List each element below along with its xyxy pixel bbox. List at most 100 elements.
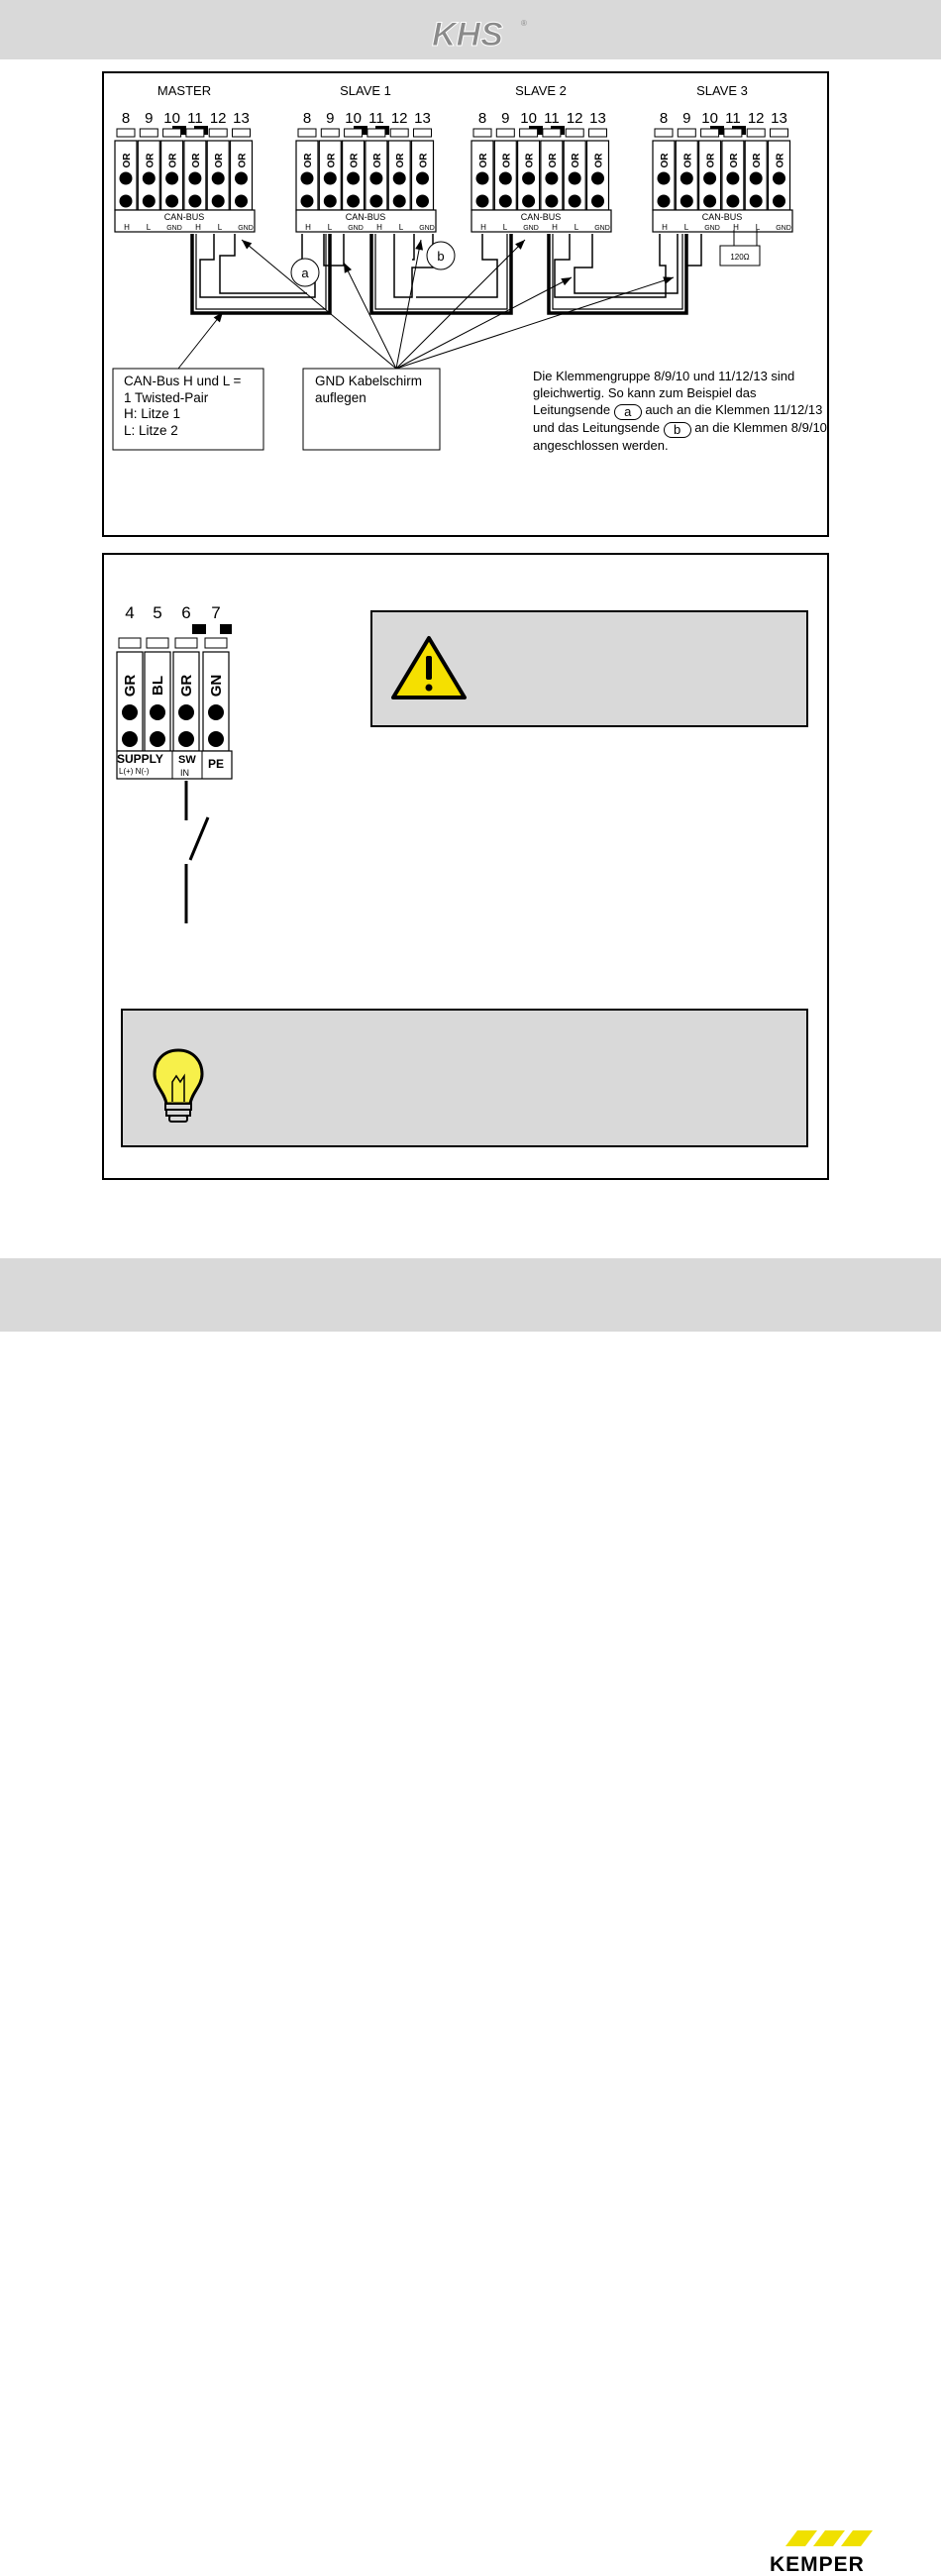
terminal-screw [475, 171, 489, 185]
terminal-clamp [519, 128, 539, 138]
twisted-pair-line-1: CAN-Bus H und L = [124, 374, 242, 388]
terminal-number: 9 [682, 110, 690, 127]
supply-terminal-number: 5 [153, 603, 161, 622]
terminal-clamp [495, 128, 515, 138]
wire-pair-master-slave1-b [219, 234, 307, 294]
terminal-number: 10 [701, 110, 718, 127]
resistor-label: 120Ω [730, 253, 749, 262]
terminal-clamp [472, 128, 492, 138]
kemper-logo: KEMPER [770, 2530, 873, 2576]
svg-text:®: ® [521, 19, 527, 28]
gnd-line-2: auflegen [315, 389, 366, 405]
terminal-number: 10 [163, 110, 180, 127]
bus-label: CAN-BUS [521, 212, 562, 222]
terminal-clamp [413, 128, 432, 138]
terminal-number: 13 [771, 110, 787, 127]
supply-label: SUPPLY [117, 752, 163, 766]
terminal-screw [416, 171, 429, 185]
terminal-screw [591, 171, 604, 185]
terminal-screw [235, 171, 248, 185]
terminal-number: 12 [210, 110, 227, 127]
terminal-code: OR [571, 153, 581, 168]
supply-terminal-clamp [118, 637, 142, 649]
pin-label: GND [238, 225, 254, 232]
bus-label: CAN-BUS [346, 212, 386, 222]
pin-label: L [328, 223, 333, 232]
terminal-screw [392, 194, 406, 208]
wire-pair-slave1-slave2-c [416, 234, 498, 298]
pin-label: H [305, 223, 311, 232]
terminal-screw [749, 194, 763, 208]
supply-terminal-clamp [146, 637, 169, 649]
unit-title: SLAVE 1 [340, 83, 391, 98]
terminal-screw [657, 171, 671, 185]
terminal-screw [680, 194, 693, 208]
terminal-code: OR [395, 153, 406, 168]
svg-text:KHS: KHS [432, 16, 503, 52]
twisted-pair-line-4: L: Litze 2 [124, 422, 178, 438]
wire-slave3-gnd [685, 234, 702, 267]
pin-label: L [575, 223, 579, 232]
terminal-number: 12 [391, 110, 408, 127]
terminal-code: OR [548, 153, 559, 168]
terminal-clamp [654, 128, 674, 138]
terminal-number: 13 [414, 110, 431, 127]
arrow-gnd-master [241, 239, 397, 370]
terminal-screw [188, 171, 202, 185]
terminal-number: 11 [544, 110, 560, 127]
terminal-clamp [366, 128, 386, 138]
terminal-clamp [723, 128, 743, 138]
wire-slave1-l [323, 234, 345, 267]
jumper [192, 624, 206, 634]
terminal-clamp [185, 128, 205, 138]
terminal-number: 12 [567, 110, 583, 127]
terminal-clamp [162, 128, 182, 138]
supply-label-strip [116, 750, 233, 780]
terminal-screw [498, 171, 512, 185]
pin-label: L [684, 223, 689, 232]
pin-label: GND [348, 225, 364, 232]
khs-logo: KHS ® [432, 16, 527, 53]
terminal-number: 11 [187, 110, 203, 127]
terminal-number: 9 [501, 110, 509, 127]
pin-label: H [552, 223, 558, 232]
terminal-screw [773, 194, 785, 208]
warning-box [370, 610, 808, 727]
sw-label: SW [178, 754, 196, 766]
terminal-screw [392, 171, 406, 185]
terminal-screw [188, 194, 202, 208]
terminal-clamp [700, 128, 720, 138]
supply-terminal-screw [208, 704, 224, 720]
arrow-gnd-slave1 [343, 262, 397, 370]
arrow-gnd-slave2-b [395, 276, 573, 370]
pin-label: GND [166, 225, 182, 232]
supply-terminal-screw [150, 704, 165, 720]
supply-terminal-screw [122, 704, 138, 720]
terminal-clamp [565, 128, 584, 138]
terminal-code: OR [214, 153, 225, 168]
terminal-code: OR [191, 153, 202, 168]
terminal-number: 10 [520, 110, 537, 127]
supply-terminal-screw [122, 731, 138, 747]
note-part-3: an die Klemmen 8/9/10 angeschlossen werd… [533, 419, 827, 453]
svg-text:KEMPER: KEMPER [770, 2553, 865, 2576]
supply-terminal-number: 6 [181, 603, 190, 622]
pin-label: H [195, 223, 201, 232]
terminal-code: OR [594, 153, 605, 168]
terminal-code: OR [682, 153, 693, 168]
terminal-screw [680, 171, 693, 185]
terminal-number: 10 [345, 110, 362, 127]
terminal-code: OR [706, 153, 717, 168]
terminal-screw [119, 194, 133, 208]
supply-terminal-code: GR [122, 675, 139, 698]
arrow-twisted-pair [177, 311, 224, 370]
gnd-box [302, 368, 441, 451]
gnd-line-1: GND Kabelschirm [315, 374, 423, 388]
terminal-clamp [208, 128, 228, 138]
terminal-clamp [139, 128, 158, 138]
unit-title: MASTER [157, 83, 211, 98]
bus-label: CAN-BUS [164, 212, 205, 222]
pin-label: H [124, 223, 130, 232]
